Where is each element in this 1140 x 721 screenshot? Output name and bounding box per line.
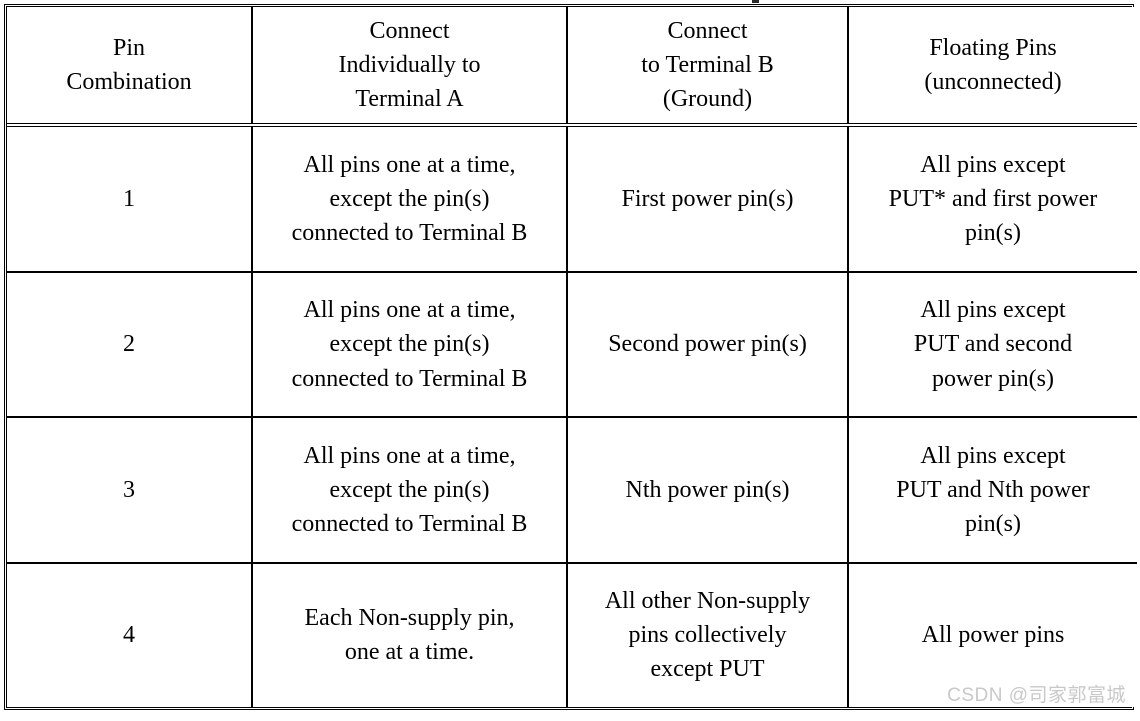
- cell-text-line: power pin(s): [932, 365, 1054, 392]
- cell-text-line: Individually to: [338, 51, 481, 78]
- cell-text-line: All pins except: [920, 151, 1066, 178]
- cell-text-line: Connect: [667, 17, 748, 44]
- cell-text-line: All pins except: [920, 442, 1066, 469]
- cell-text-line: PUT and second: [913, 331, 1073, 358]
- cell-text-line: pin(s): [965, 219, 1021, 246]
- cell-text-line: pin(s): [965, 511, 1021, 538]
- cell-pin-combination: 4: [7, 562, 253, 707]
- cell-text-line: Each Non-supply pin,: [304, 605, 515, 632]
- cell-text-line: All pins except: [920, 297, 1066, 324]
- cell-text-line: except the pin(s): [329, 331, 490, 358]
- cell-text-line: PUT* and first power: [888, 185, 1098, 212]
- cell-connect-terminal-a: All pins one at a time, except the pin(s)…: [252, 125, 568, 273]
- cell-text-line: PUT and Nth power: [896, 476, 1090, 503]
- cell-text-line: Second power pin(s): [608, 331, 807, 358]
- cell-connect-terminal-b: Second power pin(s): [567, 271, 849, 419]
- cell-text-line: (unconnected): [924, 69, 1062, 95]
- cell-text-line: All pins one at a time,: [303, 297, 516, 324]
- cell-text-line: connected to Terminal B: [291, 365, 528, 392]
- cell-text-line: All pins one at a time,: [303, 151, 516, 178]
- cell-text-line: All power pins: [921, 622, 1065, 649]
- cell-connect-terminal-a: All pins one at a time, except the pin(s)…: [252, 271, 568, 419]
- cell-text-line: (Ground): [662, 86, 753, 113]
- cell-text-line: except the pin(s): [329, 476, 490, 503]
- cell-pin-combination: 2: [7, 271, 253, 419]
- cell-text-line: Connect: [369, 17, 450, 44]
- cell-connect-terminal-b: All other Non-supply pins collectively exc…: [567, 562, 849, 707]
- cell-text-line: except PUT: [650, 656, 765, 683]
- cell-text-line: pins collectively: [628, 622, 787, 649]
- table-row: 3 All pins one at a time, except the pin(…: [7, 417, 1137, 564]
- cell-connect-terminal-b: First power pin(s): [567, 125, 849, 273]
- cell-text-line: connected to Terminal B: [291, 219, 528, 246]
- cell-connect-terminal-b: Nth power pin(s): [567, 417, 849, 564]
- cell-text-line: All pins one at a time,: [303, 442, 516, 469]
- cell-text-line: Combination: [66, 69, 192, 95]
- cell-text-line: one at a time.: [344, 639, 475, 666]
- scan-artifact: [752, 0, 759, 3]
- cell-pin-combination: 1: [7, 125, 253, 273]
- table-row: 2 All pins one at a time, except the pin(…: [7, 271, 1137, 419]
- cell-text-line: except the pin(s): [329, 185, 490, 212]
- column-header-floating-pins: Floating Pins (unconnected): [848, 7, 1137, 127]
- cell-text-line: Terminal A: [355, 86, 464, 113]
- cell-text-line: Nth power pin(s): [625, 476, 790, 503]
- cell-text-line: All other Non-supply: [604, 588, 811, 615]
- table-row: 1 All pins one at a time, except the pin(…: [7, 125, 1137, 273]
- table-row: 4 Each Non-supply pin, one at a time. All…: [7, 562, 1137, 707]
- cell-text-line: Floating Pins: [929, 34, 1057, 61]
- cell-text-line: to Terminal B: [641, 51, 774, 78]
- cell-text-line: connected to Terminal B: [291, 511, 528, 538]
- table-body: 1 All pins one at a time, except the pin(…: [7, 125, 1137, 707]
- cell-pin-combination: 3: [7, 417, 253, 564]
- cell-text-line: Pin: [112, 34, 145, 61]
- column-header-connect-terminal-b: Connect to Terminal B (Ground): [567, 7, 849, 127]
- cell-text-line: First power pin(s): [621, 185, 794, 212]
- cell-connect-terminal-a: All pins one at a time, except the pin(s)…: [252, 417, 568, 564]
- cell-connect-terminal-a: Each Non-supply pin, one at a time.: [252, 562, 568, 707]
- cell-floating-pins: All power pins: [848, 563, 1137, 707]
